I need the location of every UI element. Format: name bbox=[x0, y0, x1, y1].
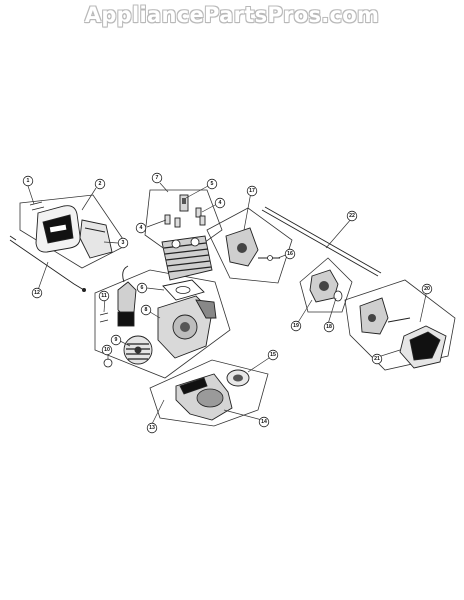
callout-2: 2 bbox=[94, 178, 106, 190]
drive-shaft-part bbox=[261, 206, 382, 277]
svg-text:3: 3 bbox=[122, 240, 125, 246]
air-filter-cover-part bbox=[29, 201, 81, 253]
svg-text:20: 20 bbox=[424, 286, 430, 292]
callout-3: 3 bbox=[117, 237, 129, 249]
svg-text:16: 16 bbox=[287, 251, 293, 257]
throttle-cable-part bbox=[9, 235, 86, 292]
small-screws-part bbox=[99, 312, 113, 368]
svg-text:19: 19 bbox=[293, 323, 299, 329]
callout-20: 20 bbox=[421, 283, 433, 295]
svg-text:15: 15 bbox=[270, 352, 276, 358]
callout-4-right: 4 bbox=[214, 197, 226, 209]
callout-21: 21 bbox=[371, 353, 383, 365]
svg-text:13: 13 bbox=[149, 425, 155, 431]
callout-13: 13 bbox=[146, 422, 158, 434]
svg-text:5: 5 bbox=[211, 181, 214, 187]
group-box-crankcase bbox=[94, 269, 231, 379]
callout-22: 22 bbox=[346, 210, 358, 222]
air-box-part bbox=[399, 325, 447, 369]
svg-text:12: 12 bbox=[34, 290, 40, 296]
group-box-carburetor bbox=[299, 257, 353, 313]
watermark: AppliancePartsPros.com bbox=[84, 3, 380, 27]
leader-lines bbox=[27, 182, 428, 425]
callout-18: 18 bbox=[323, 321, 335, 333]
group-box-carburetor-mount bbox=[206, 207, 293, 284]
svg-text:10: 10 bbox=[104, 347, 110, 353]
svg-text:11: 11 bbox=[101, 293, 107, 299]
svg-text:14: 14 bbox=[261, 419, 267, 425]
callout-19: 19 bbox=[290, 320, 302, 332]
svg-text:22: 22 bbox=[349, 213, 355, 219]
starter-pulley-part bbox=[226, 369, 250, 387]
svg-text:8: 8 bbox=[145, 307, 148, 313]
callout-1: 1 bbox=[22, 175, 34, 187]
fuel-tank-part bbox=[359, 297, 411, 335]
group-box-air-filter bbox=[19, 194, 128, 269]
callout-16: 16 bbox=[284, 248, 296, 260]
cylinder-bolts-part bbox=[164, 207, 206, 228]
callout-14: 14 bbox=[258, 416, 270, 428]
svg-text:17: 17 bbox=[249, 188, 255, 194]
group-box-starter bbox=[149, 359, 269, 427]
callout-6: 6 bbox=[136, 282, 148, 294]
callout-10: 10 bbox=[101, 344, 113, 356]
ignition-coil-part bbox=[117, 265, 137, 327]
svg-text:9: 9 bbox=[115, 337, 118, 343]
group-box-fuel-tank bbox=[344, 279, 456, 371]
callout-7: 7 bbox=[151, 172, 163, 184]
cylinder-gasket-part bbox=[162, 279, 205, 301]
svg-text:4: 4 bbox=[219, 200, 222, 206]
cylinder-part bbox=[161, 235, 213, 281]
crankcase-part bbox=[157, 295, 217, 359]
svg-text:1: 1 bbox=[27, 178, 30, 184]
callout-15: 15 bbox=[267, 349, 279, 361]
svg-text:18: 18 bbox=[326, 324, 332, 330]
intake-adapter-part bbox=[225, 227, 280, 267]
carburetor-part bbox=[309, 269, 343, 303]
callout-9: 9 bbox=[110, 334, 122, 346]
callout-17: 17 bbox=[246, 185, 258, 197]
svg-text:21: 21 bbox=[374, 356, 380, 362]
svg-text:6: 6 bbox=[141, 285, 144, 291]
flywheel-part bbox=[123, 335, 153, 365]
svg-text:7: 7 bbox=[156, 175, 159, 181]
callout-11: 11 bbox=[98, 290, 110, 302]
spark-plug-part bbox=[179, 194, 189, 212]
callout-4-left: 4 bbox=[135, 222, 147, 234]
callout-8: 8 bbox=[140, 304, 152, 316]
svg-text:2: 2 bbox=[99, 181, 102, 187]
starter-housing-part bbox=[175, 373, 233, 421]
svg-text:4: 4 bbox=[140, 225, 143, 231]
callout-5: 5 bbox=[206, 178, 218, 190]
callout-12: 12 bbox=[31, 287, 43, 299]
air-filter-element-part bbox=[79, 219, 113, 259]
